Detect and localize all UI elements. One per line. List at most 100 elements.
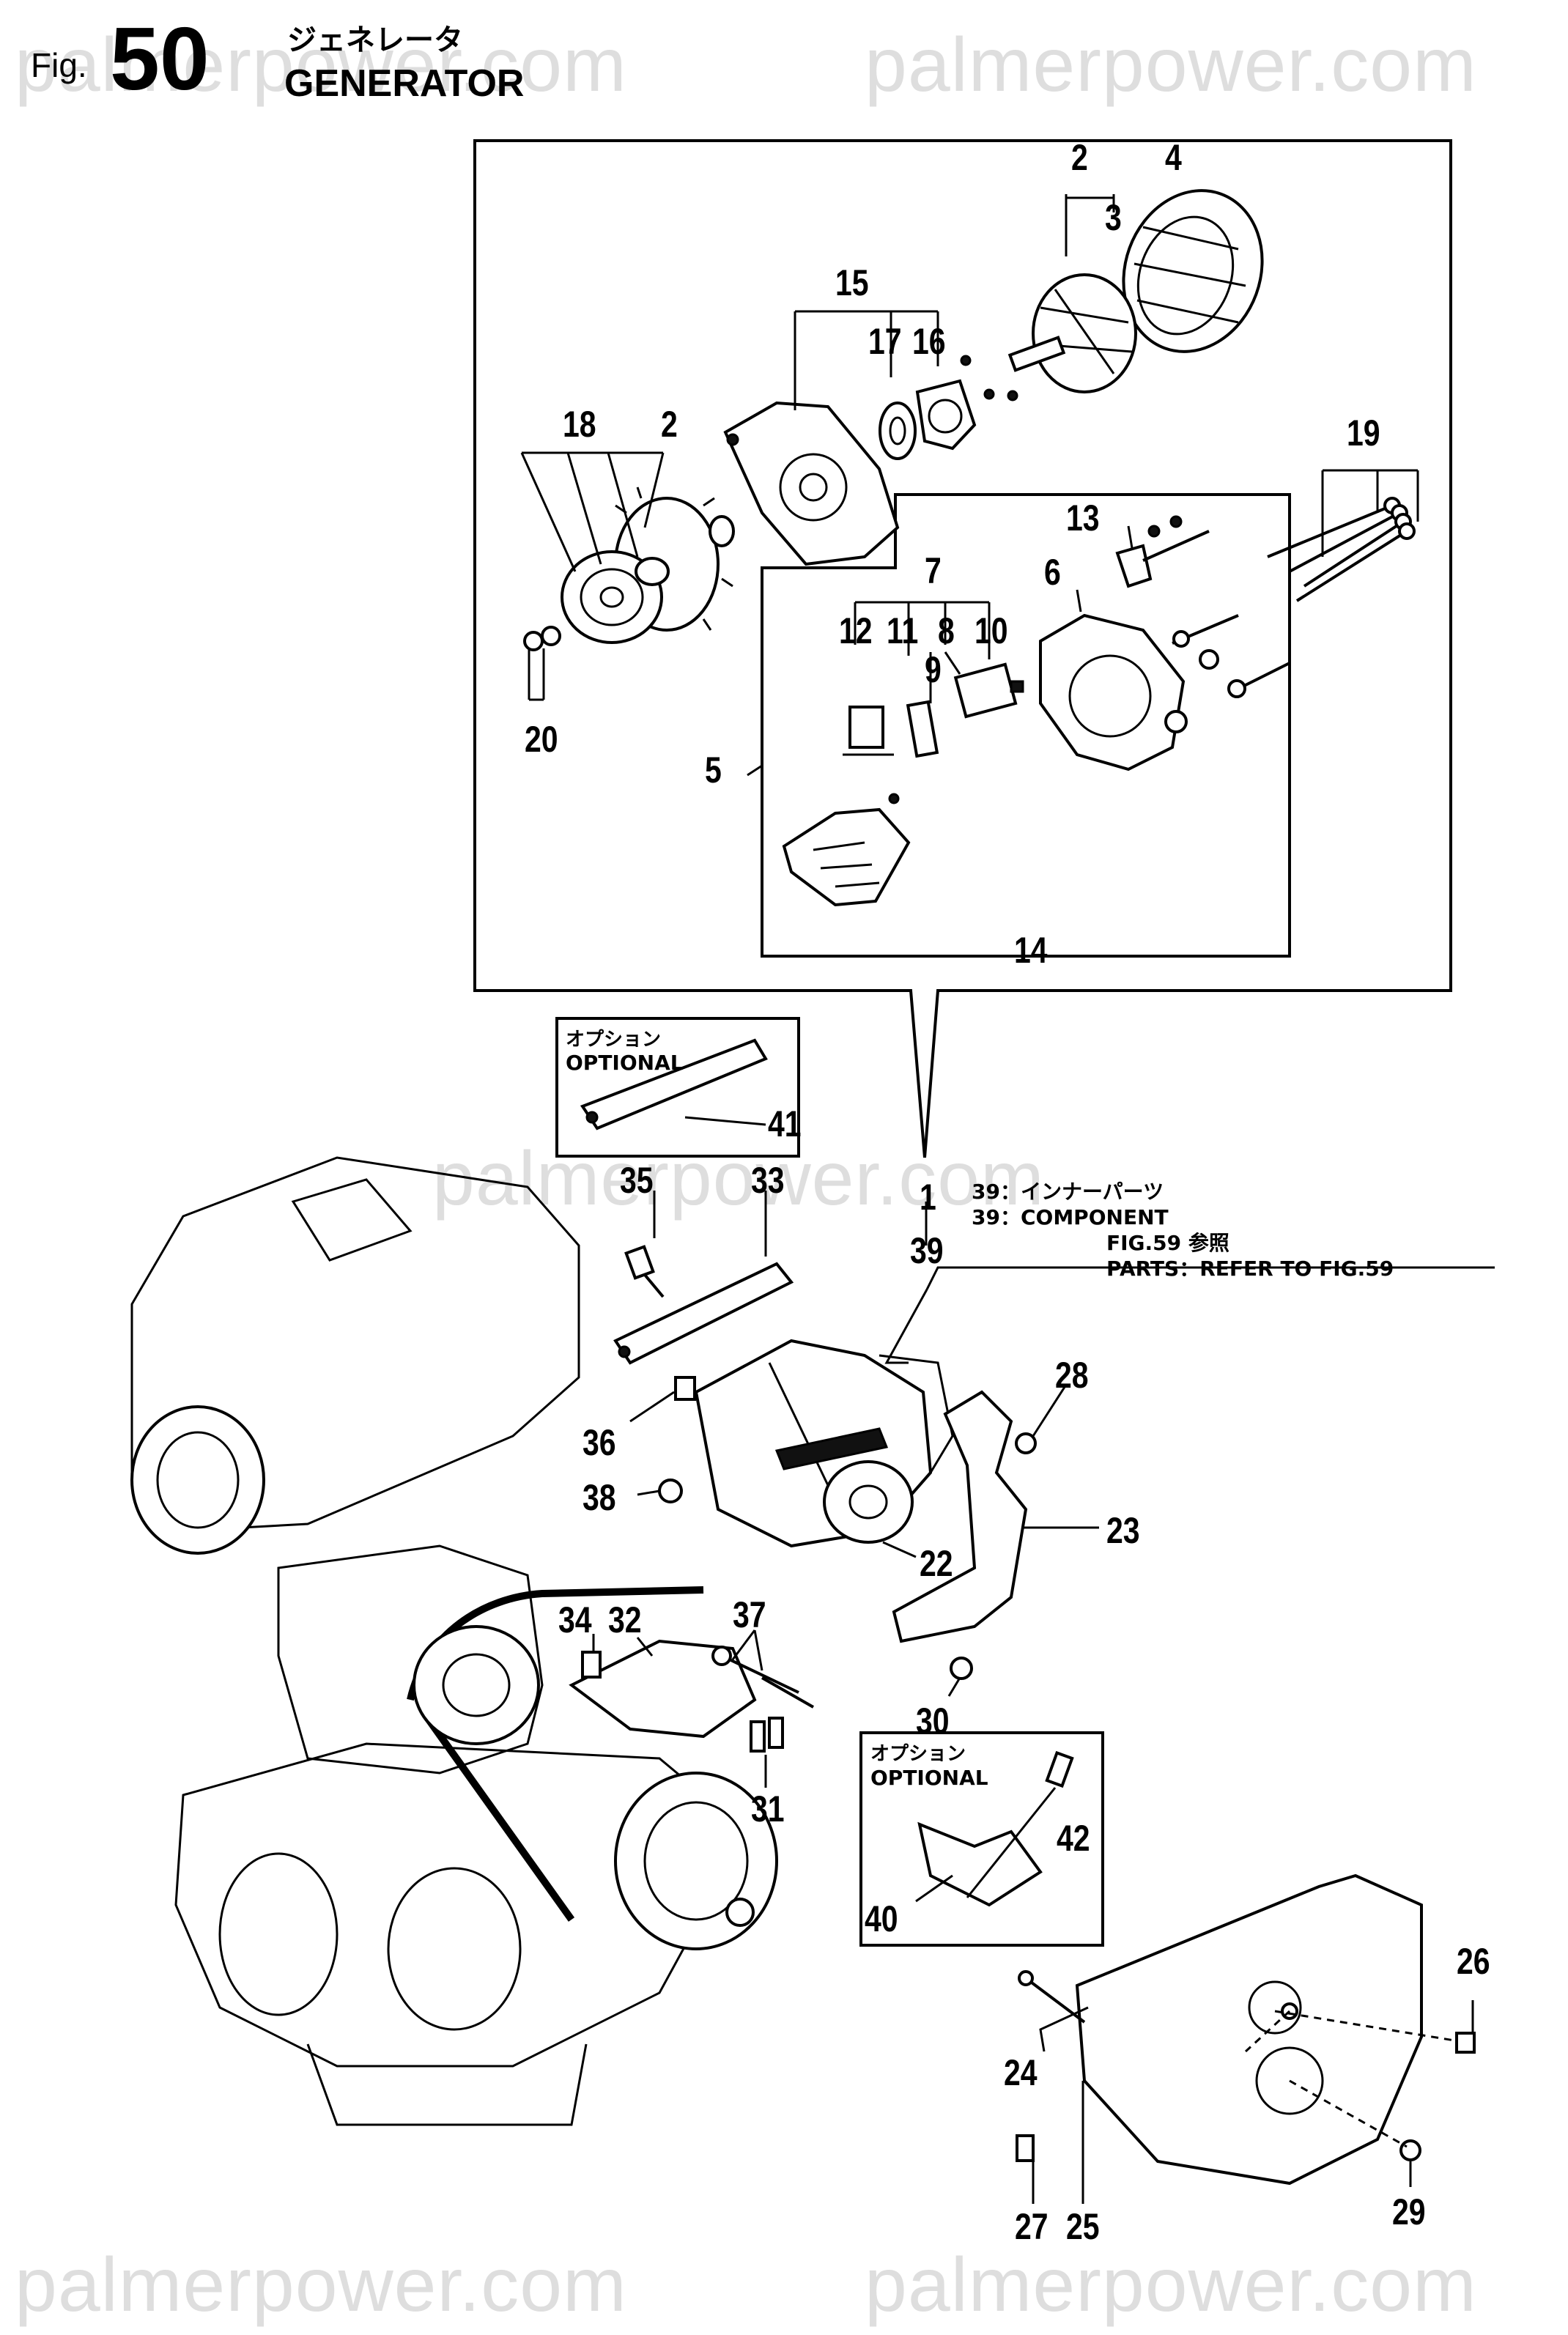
timing-cover <box>1075 1873 1423 2186</box>
part-label-2: 2 <box>1071 137 1088 178</box>
part-label-29: 29 <box>1392 2191 1426 2232</box>
terminal-stud <box>1115 515 1210 588</box>
drive-belt <box>407 1586 704 1922</box>
brush <box>843 706 894 756</box>
part-label-26: 26 <box>1457 1941 1490 1982</box>
part-label-20: 20 <box>525 719 558 760</box>
bearing <box>879 401 917 460</box>
part-label-35: 35 <box>620 1160 654 1201</box>
part-label-28: 28 <box>1055 1355 1089 1396</box>
alternator-assembly <box>694 1339 954 1548</box>
part-label-12: 12 <box>839 610 873 651</box>
title-japanese: ジェネレータ <box>287 23 463 57</box>
bolt-34 <box>581 1651 602 1679</box>
part-label-19: 19 <box>1347 412 1380 454</box>
component-note-line3: FIG.59 参照 <box>1106 1231 1229 1255</box>
part-label-31: 31 <box>751 1788 785 1829</box>
component-note-line4: PARTS：REFER TO FIG.59 <box>1106 1257 1394 1281</box>
part-label-15: 15 <box>835 262 869 303</box>
leader-lines <box>592 1191 1495 2204</box>
part-label-2: 2 <box>661 404 678 445</box>
part-label-11: 11 <box>887 610 919 651</box>
part-label-30: 30 <box>916 1701 950 1742</box>
bolt-27 <box>1016 2134 1035 2162</box>
part-label-14: 14 <box>1014 930 1048 971</box>
ic-regulator <box>953 662 1024 719</box>
part-label-6: 6 <box>1044 552 1061 593</box>
part-label-17: 17 <box>868 321 902 362</box>
bolt-35 <box>624 1245 665 1298</box>
alternator-bracket-optional <box>917 1821 1043 1907</box>
part-label-27: 27 <box>1015 2206 1049 2247</box>
spacer-ring <box>709 515 735 547</box>
through-bolts <box>1267 497 1416 602</box>
rear-bracket <box>1039 613 1188 771</box>
engine-block <box>130 1156 778 2126</box>
front-bracket <box>723 401 900 566</box>
alternator-detail-frame <box>473 139 1452 1158</box>
adjusting-bar-optional <box>580 1038 768 1131</box>
watermark: palmerpower.com <box>15 23 627 108</box>
part-label-37: 37 <box>733 1594 766 1635</box>
bolt-36 <box>674 1376 696 1401</box>
plates-31 <box>750 1717 784 1753</box>
part-label-38: 38 <box>583 1477 616 1518</box>
stator <box>1122 189 1264 353</box>
optional-box-40-42 <box>859 1731 1104 1947</box>
part-label-10: 10 <box>975 610 1008 651</box>
part-label-36: 36 <box>583 1422 616 1463</box>
nut-38 <box>658 1479 683 1503</box>
nut-30 <box>950 1657 973 1680</box>
part-label-22: 22 <box>920 1543 953 1584</box>
bolts-37 <box>711 1646 814 1709</box>
part-label-5: 5 <box>705 750 722 791</box>
title-english: GENERATOR <box>284 62 525 105</box>
component-note-line1: 39：インナーパーツ <box>972 1180 1164 1204</box>
watermark: palmerpower.com <box>865 23 1477 108</box>
nut-28 <box>1015 1432 1037 1454</box>
watermark: palmerpower.com <box>865 2243 1477 2328</box>
alternator-bracket <box>569 1639 757 1739</box>
belt-cover <box>892 1390 1028 1643</box>
component-note-line2: 39：COMPONENT <box>972 1205 1169 1229</box>
part-label-3: 3 <box>1105 197 1122 238</box>
brush-holder-group-frame <box>761 493 1291 958</box>
pulley-fan <box>561 486 733 644</box>
watermark: palmerpower.com <box>15 2243 627 2328</box>
part-label-40: 40 <box>865 1898 898 1939</box>
optional-box-41-label-en: OPTIONAL <box>566 1051 684 1075</box>
part-label-25: 25 <box>1066 2206 1100 2247</box>
part-label-33: 33 <box>751 1160 785 1201</box>
part-label-34: 34 <box>558 1599 592 1640</box>
part-label-16: 16 <box>912 321 946 362</box>
part-label-39: 39 <box>910 1230 944 1271</box>
part-label-24: 24 <box>1004 2052 1038 2093</box>
bolt-42 <box>1045 1750 1074 1788</box>
part-label-23: 23 <box>1106 1510 1140 1551</box>
part-label-42: 42 <box>1057 1818 1090 1859</box>
rectifier <box>782 807 911 907</box>
adjusting-bar <box>613 1262 794 1365</box>
optional-box-40-42-label-jp: オプション <box>870 1743 966 1765</box>
part-label-7: 7 <box>925 550 942 591</box>
part-label-8: 8 <box>938 610 955 651</box>
rotor <box>1007 273 1137 393</box>
bearing-retainer <box>915 379 977 451</box>
part-label-4: 4 <box>1165 137 1182 178</box>
part-label-13: 13 <box>1066 497 1100 539</box>
fig-number: 50 <box>110 9 210 108</box>
optional-box-41 <box>555 1017 800 1158</box>
fig-prefix: Fig. <box>31 46 87 84</box>
part-label-9: 9 <box>925 649 942 690</box>
watermark: palmerpower.com <box>432 1136 1045 1221</box>
brush-holder <box>906 700 939 758</box>
part-label-18: 18 <box>563 404 596 445</box>
bolt-26 <box>1455 2032 1476 2054</box>
nut-29 <box>1399 2139 1421 2161</box>
optional-box-41-label-jp: オプション <box>566 1029 662 1051</box>
part-label-32: 32 <box>608 1599 642 1640</box>
optional-box-40-42-label-en: OPTIONAL <box>870 1766 988 1790</box>
part-label-41: 41 <box>768 1103 802 1144</box>
part-label-1: 1 <box>920 1177 936 1218</box>
